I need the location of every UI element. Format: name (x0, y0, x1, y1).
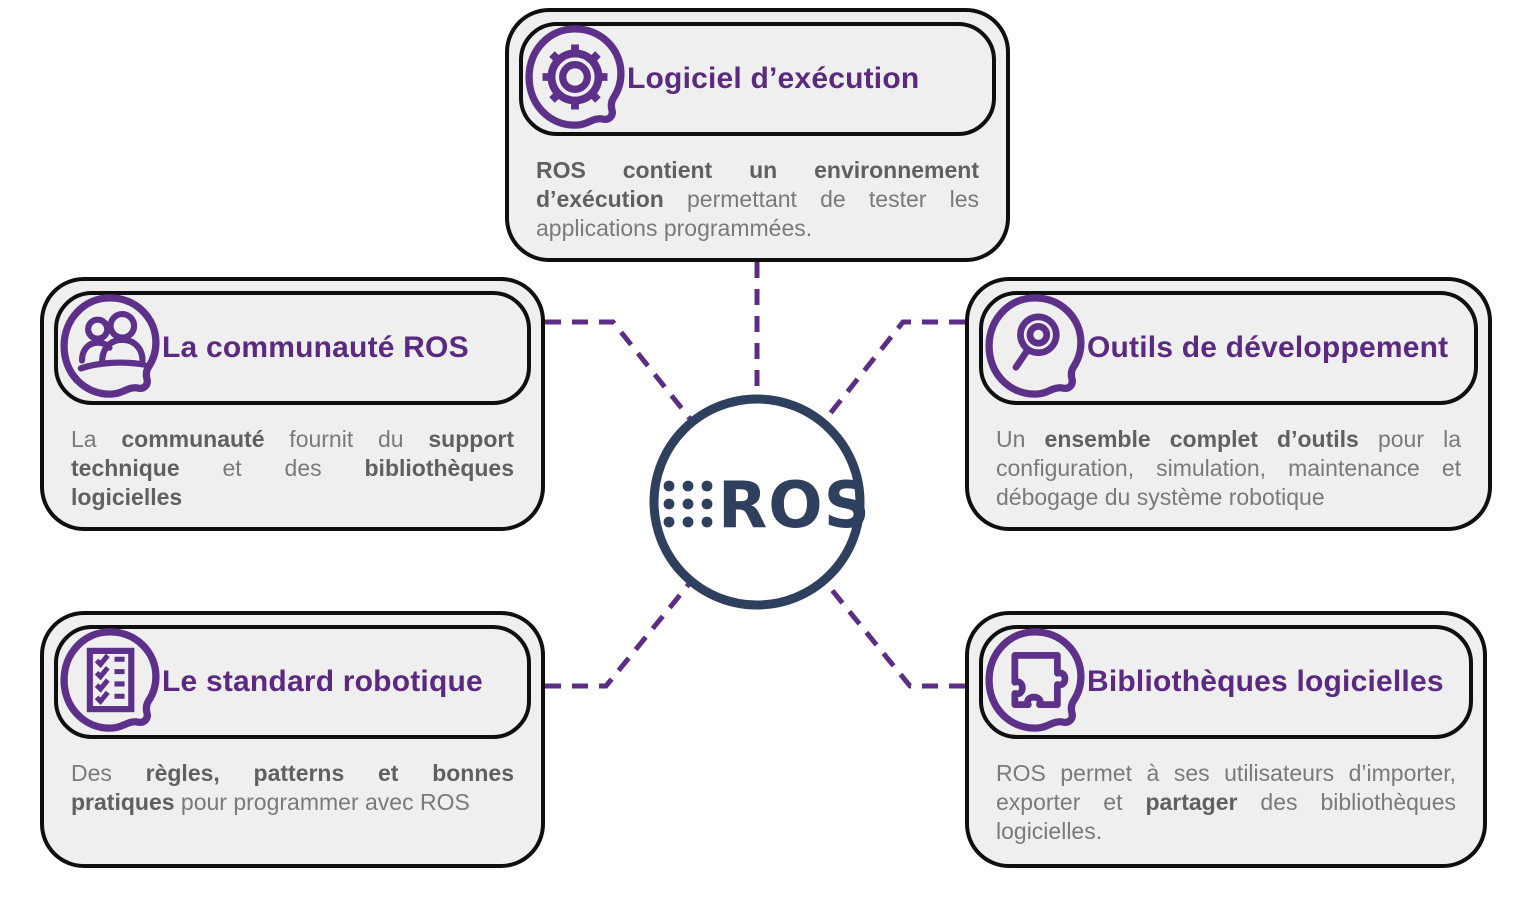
connector-lower-left (545, 582, 691, 689)
card-header: Le standard robotique (54, 625, 531, 739)
card-header: La communauté ROS (54, 291, 531, 405)
card-header: Logiciel d’exécution (519, 22, 996, 136)
card-standard-robotique: Le standard robotique Des règles, patter… (40, 611, 545, 868)
connector-upper-right (823, 319, 965, 422)
people-icon (54, 287, 166, 405)
ros-logo-dots (663, 480, 713, 528)
connector-upper-left (545, 319, 693, 422)
card-title: Outils de développement (1087, 331, 1449, 364)
ros-logo-circle (649, 394, 865, 610)
puzzle-icon (979, 621, 1091, 739)
card-body: ROS permet à ses utilisateurs d’importer… (996, 760, 1456, 844)
card-title: Le standard robotique (162, 665, 483, 698)
gear-icon (519, 18, 631, 136)
ros-logo: ROS (649, 394, 871, 610)
card-header: Bibliothèques logicielles (979, 625, 1473, 739)
card-body: ROS contient un environnement d’exécutio… (536, 157, 979, 241)
card-body: La communauté fournit du support techniq… (71, 426, 514, 510)
card-body: Un ensemble complet d’outils pour la con… (996, 426, 1461, 510)
connector-lower-right (825, 582, 965, 689)
card-bibliotheques-logicielles: Bibliothèques logicielles ROS permet à s… (965, 611, 1487, 868)
ros-logo-text: ROS (718, 469, 871, 543)
card-communaute-ros: La communauté ROS La communauté fournit … (40, 277, 545, 531)
checklist-icon (54, 621, 166, 739)
card-title: Bibliothèques logicielles (1087, 665, 1444, 698)
connectors (545, 262, 965, 689)
card-body: Des règles, patterns et bonnes pratiques… (71, 760, 514, 815)
card-logiciel-execution: Logiciel d’exécution ROS contient un env… (505, 8, 1010, 262)
card-outils-developpement: Outils de développement Un ensemble comp… (965, 277, 1492, 531)
card-title: Logiciel d’exécution (627, 62, 920, 95)
card-title: La communauté ROS (162, 331, 469, 364)
magnifier-icon (979, 287, 1091, 405)
card-header: Outils de développement (979, 291, 1478, 405)
